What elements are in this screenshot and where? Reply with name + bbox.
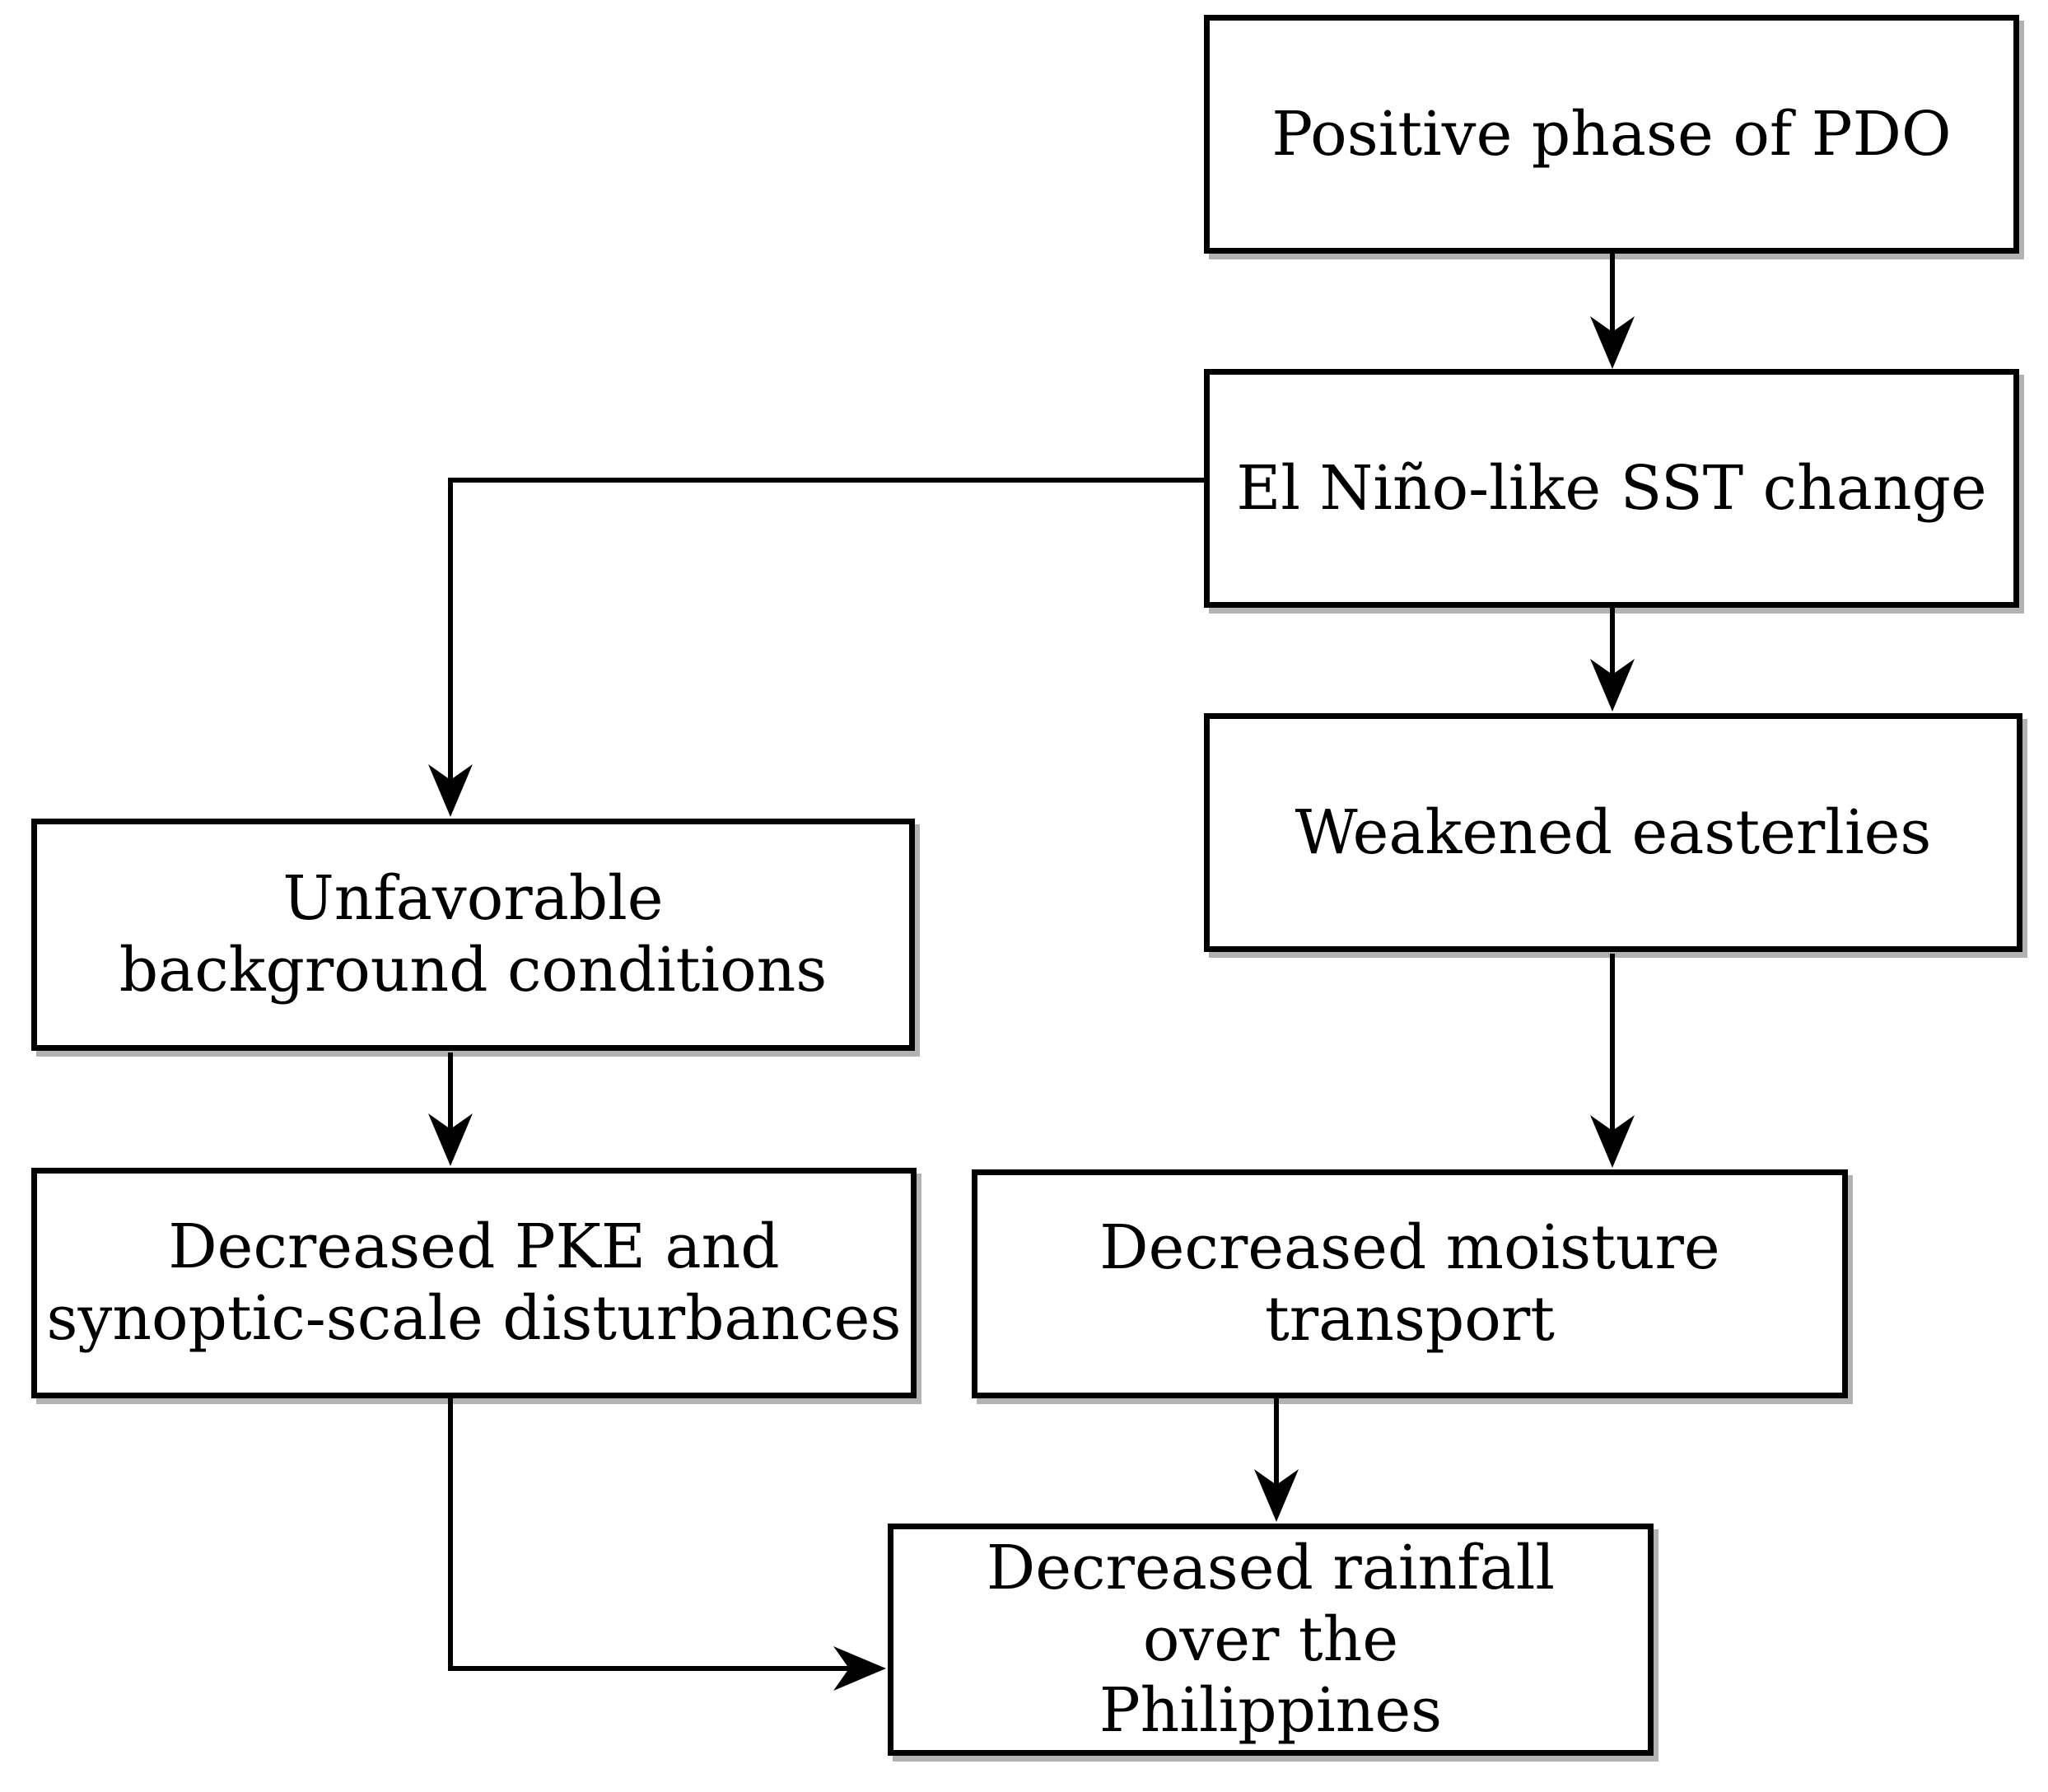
arrow-easterlies-to-moisture xyxy=(1590,954,1635,1168)
node-decreased-pke-label: Decreased PKE and synoptic-scale disturb… xyxy=(46,1211,902,1354)
arrow-sst-to-easterlies xyxy=(1590,608,1635,712)
arrow-pke-to-rainfall xyxy=(448,1398,886,1691)
node-el-nino-sst-change-label: El Niño-like SST change xyxy=(1236,452,1987,524)
node-decreased-pke: Decreased PKE and synoptic-scale disturb… xyxy=(31,1168,917,1398)
node-decreased-moisture-transport: Decreased moisture transport xyxy=(972,1169,1848,1398)
arrow-pdo-to-sst xyxy=(1590,254,1635,369)
node-positive-phase-pdo-label: Positive phase of PDO xyxy=(1271,98,1952,170)
node-decreased-rainfall-philippines: Decreased rainfall over the Philippines xyxy=(888,1524,1654,1756)
node-unfavorable-background-conditions-label: Unfavorable background conditions xyxy=(119,863,828,1006)
node-el-nino-sst-change: El Niño-like SST change xyxy=(1204,369,2019,608)
node-weakened-easterlies-label: Weakened easterlies xyxy=(1295,796,1932,868)
arrow-moisture-to-rainfall xyxy=(1254,1398,1299,1522)
node-decreased-rainfall-philippines-label: Decreased rainfall over the Philippines xyxy=(986,1533,1556,1747)
node-positive-phase-pdo: Positive phase of PDO xyxy=(1204,15,2019,254)
node-decreased-moisture-transport-label: Decreased moisture transport xyxy=(1099,1212,1720,1355)
arrow-background-to-pke xyxy=(428,1052,473,1166)
arrow-sst-to-background xyxy=(428,478,1204,817)
node-unfavorable-background-conditions: Unfavorable background conditions xyxy=(31,819,915,1051)
node-weakened-easterlies: Weakened easterlies xyxy=(1204,713,2022,952)
